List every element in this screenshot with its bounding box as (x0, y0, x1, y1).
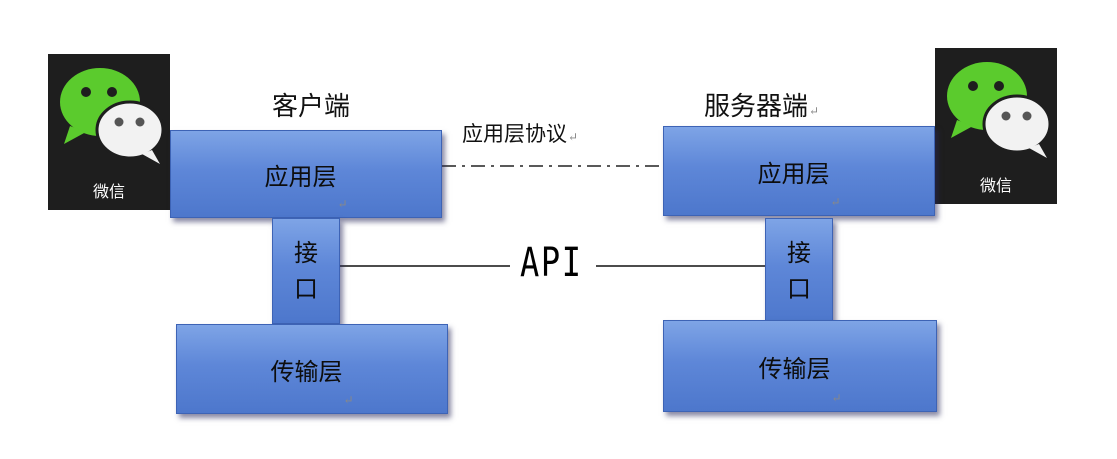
wechat-label-left: 微信 (92, 182, 125, 201)
client-interface-label-bottom: 口 (294, 275, 318, 303)
wechat-logo-left: 微信 (48, 54, 170, 210)
client-app-layer-label: 应用层 (264, 162, 337, 191)
paragraph-mark: ↵ (831, 391, 842, 405)
wechat-icon (947, 62, 1052, 158)
client-transport-layer-label: 传输层 (270, 357, 343, 386)
server-app-layer: 应用层↵ (663, 126, 935, 216)
paragraph-mark: ↵ (337, 197, 348, 211)
paragraph-mark: ↵ (568, 130, 579, 144)
paragraph-mark: ↵ (809, 104, 820, 118)
wechat-logo-right: 微信 (935, 48, 1057, 204)
server-interface-label-bottom: 口 (787, 275, 811, 303)
server-interface-label-top: 接 (787, 239, 811, 267)
server-interface: 接 口 (765, 218, 833, 324)
server-heading-wrap: 服务器端↵ (704, 86, 819, 123)
client-heading: 客户端 (272, 92, 351, 122)
server-heading: 服务器端 (704, 92, 809, 122)
api-label: API (520, 240, 583, 286)
wechat-label-right: 微信 (979, 176, 1012, 195)
protocol-label-wrap: 应用层协议↵ (462, 118, 578, 148)
paragraph-mark: ↵ (830, 195, 841, 209)
protocol-label: 应用层协议 (462, 122, 567, 146)
client-app-layer: 应用层↵ (170, 130, 442, 218)
client-interface-label-top: 接 (294, 239, 318, 267)
client-interface: 接 口 (272, 218, 340, 324)
paragraph-mark: ↵ (343, 393, 354, 407)
wechat-icon (60, 68, 165, 164)
client-transport-layer: 传输层↵ (176, 324, 448, 414)
server-app-layer-label: 应用层 (757, 159, 830, 188)
server-transport-layer-label: 传输层 (758, 354, 831, 383)
server-transport-layer: 传输层↵ (663, 320, 937, 412)
